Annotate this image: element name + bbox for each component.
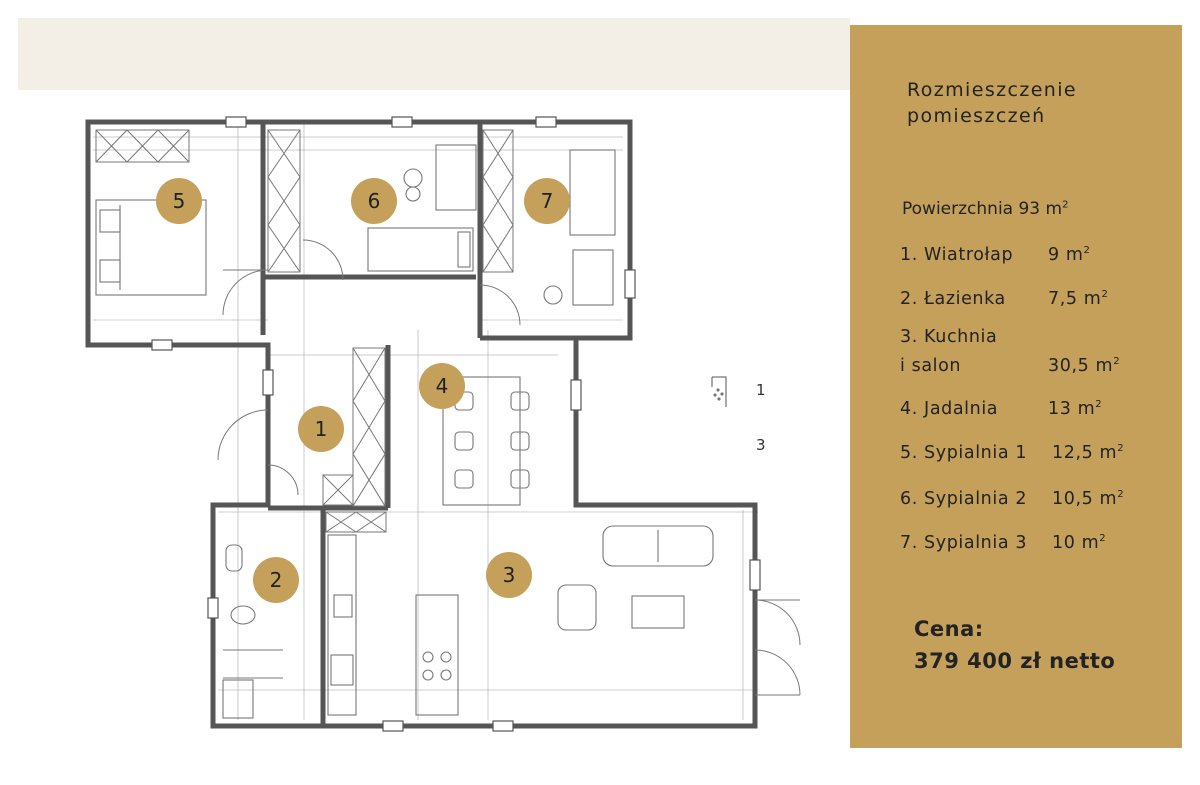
room-badge-label: 1 xyxy=(315,417,328,441)
room-entry: 6. Sypialnia 2 10,5 m2 xyxy=(900,489,1124,509)
room-area: 30,5 m xyxy=(1048,356,1114,376)
room-area: 13 m xyxy=(1048,399,1096,419)
info-panel: Rozmieszczenie pomieszczeń Powierzchnia … xyxy=(850,25,1182,748)
room-area: 9 m xyxy=(1048,245,1084,265)
room-badge-6: 6 xyxy=(351,178,397,224)
room-badge-label: 2 xyxy=(270,568,283,592)
room-area-exponent: 2 xyxy=(1095,399,1103,411)
room-area-exponent: 2 xyxy=(1113,356,1121,368)
room-name: 4. Jadalnia xyxy=(900,399,999,419)
room-name: 6. Sypialnia 2 xyxy=(900,489,1028,509)
room-area-exponent: 2 xyxy=(1083,245,1091,257)
room-area: 10 m xyxy=(1052,533,1100,553)
legend-number-3: 3 xyxy=(756,436,766,454)
room-entry: 4. Jadalnia 13 m2 xyxy=(900,399,1102,419)
room-area-exponent: 2 xyxy=(1099,533,1107,545)
room-entry: 7. Sypialnia 3 10 m2 xyxy=(900,533,1106,553)
room-badge-label: 7 xyxy=(541,189,554,213)
room-badges: 5 6 7 4 1 2 3 xyxy=(156,178,570,603)
room-area-exponent: 2 xyxy=(1117,489,1125,501)
room-name: i salon xyxy=(900,356,962,376)
room-badge-label: 6 xyxy=(368,189,381,213)
price-label: Cena: xyxy=(914,617,984,641)
room-entry: i salon 30,5 m2 xyxy=(900,356,1120,376)
panel-title: Rozmieszczenie pomieszczeń xyxy=(907,79,1078,127)
room-badge-7: 7 xyxy=(524,178,570,224)
floor-plan: 5 6 7 4 1 2 3 xyxy=(18,90,850,748)
room-entry: 3. Kuchnia xyxy=(900,327,997,347)
total-area-unit-exponent: 2 xyxy=(1062,199,1069,211)
room-badge-label: 3 xyxy=(503,563,516,587)
room-badge-3: 3 xyxy=(486,552,532,598)
room-badge-4: 4 xyxy=(419,363,465,409)
room-badge-label: 5 xyxy=(173,189,186,213)
total-area: Powierzchnia 93 m2 xyxy=(902,199,1068,219)
room-area: 7,5 m xyxy=(1048,289,1102,309)
header-band xyxy=(18,18,850,90)
floor-plan-drawing: 5 6 7 4 1 2 3 xyxy=(85,116,801,732)
room-name: 1. Wiatrołap xyxy=(900,245,1014,265)
room-entry: 5. Sypialnia 1 12,5 m2 xyxy=(900,443,1124,463)
room-name: 2. Łazienka xyxy=(900,289,1006,309)
room-badge-2: 2 xyxy=(253,557,299,603)
room-area: 10,5 m xyxy=(1052,489,1118,509)
room-entry: 2. Łazienka 7,5 m2 xyxy=(900,289,1108,309)
total-area-text: Powierzchnia 93 m xyxy=(902,199,1063,219)
room-area: 12,5 m xyxy=(1052,443,1118,463)
room-area-exponent: 2 xyxy=(1117,443,1125,455)
room-badge-label: 4 xyxy=(436,374,449,398)
room-name: 7. Sypialnia 3 xyxy=(900,533,1028,553)
room-name: 3. Kuchnia xyxy=(900,327,998,347)
room-badge-1: 1 xyxy=(298,406,344,452)
price-value: 379 400 zł netto xyxy=(914,649,1116,673)
room-name: 5. Sypialnia 1 xyxy=(900,443,1028,463)
room-entry: 1. Wiatrołap 9 m2 xyxy=(900,245,1091,265)
shower-icon xyxy=(711,376,727,407)
legend-number-1: 1 xyxy=(756,381,766,399)
room-area-exponent: 2 xyxy=(1101,289,1109,301)
room-badge-5: 5 xyxy=(156,178,202,224)
